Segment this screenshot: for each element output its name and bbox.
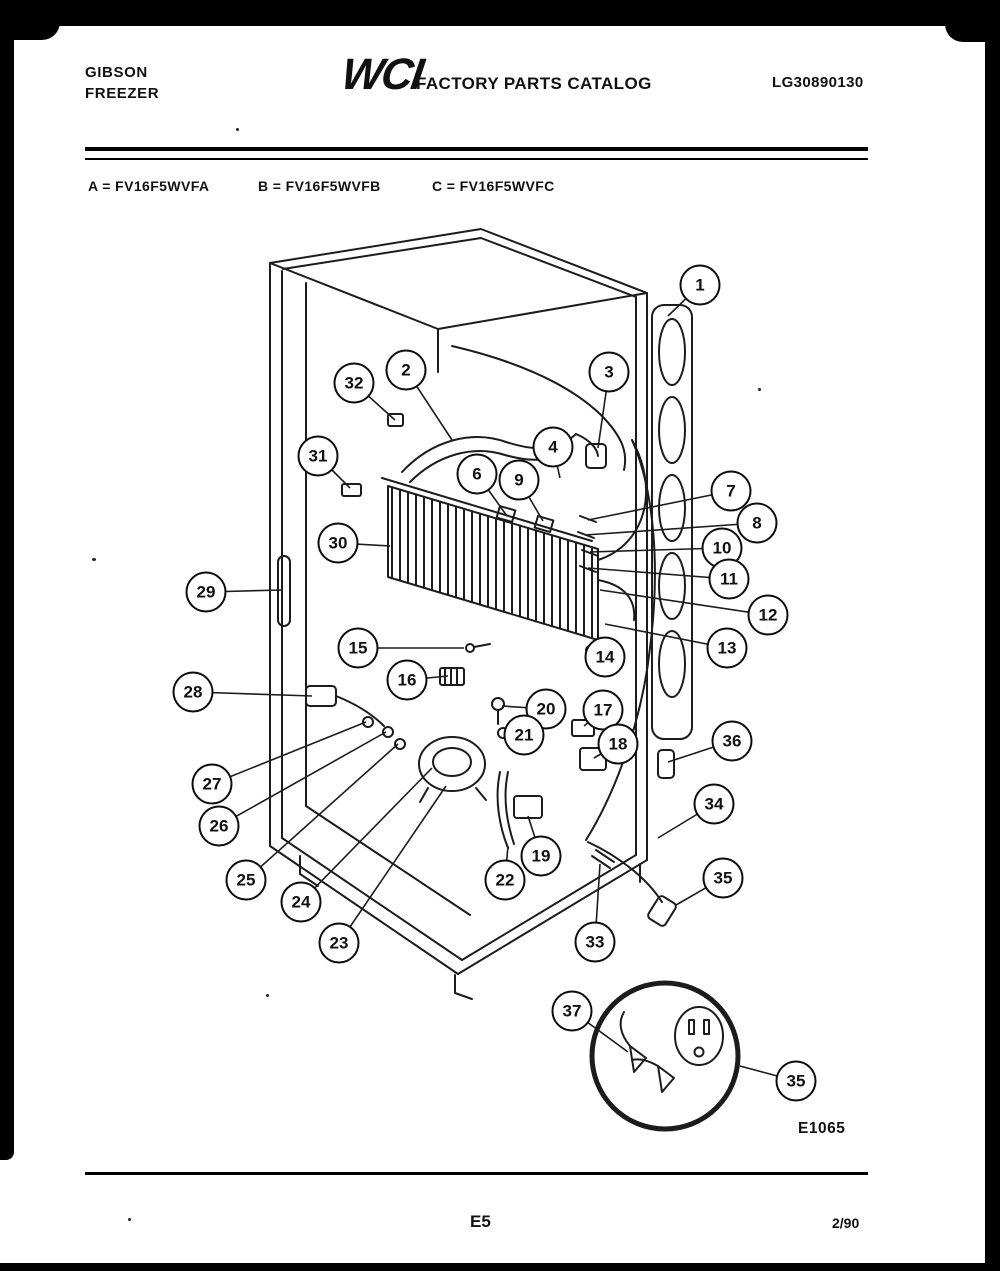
scan-corner-top-right — [945, 0, 1000, 42]
callout-24: 24 — [280, 881, 322, 923]
model-code-c: C = FV16F5WVFC — [432, 178, 555, 194]
callout-22: 22 — [484, 859, 526, 901]
callout-36: 36 — [711, 720, 753, 762]
callout-13: 13 — [706, 627, 748, 669]
footer-divider — [85, 1172, 868, 1175]
callout-23: 23 — [318, 922, 360, 964]
callout-32: 32 — [333, 362, 375, 404]
callout-15: 15 — [337, 627, 379, 669]
callout-31: 31 — [297, 435, 339, 477]
callout-12: 12 — [747, 594, 789, 636]
callout-21: 21 — [503, 714, 545, 756]
scan-border-left — [0, 0, 14, 1160]
callout-7: 7 — [710, 470, 752, 512]
callout-25: 25 — [225, 859, 267, 901]
brand-block: GIBSON FREEZER — [85, 62, 159, 104]
callout-35: 35 — [702, 857, 744, 899]
callout-19: 19 — [520, 835, 562, 877]
callout-27: 27 — [191, 763, 233, 805]
callout-11: 11 — [708, 558, 750, 600]
callout-17: 17 — [582, 689, 624, 731]
model-code-b: B = FV16F5WVFB — [258, 178, 381, 194]
callout-2: 2 — [385, 349, 427, 391]
brand-line-2: FREEZER — [85, 85, 160, 102]
brand-line-1: GIBSON — [85, 64, 148, 81]
scan-border-bottom — [0, 1263, 1000, 1271]
callout-33: 33 — [574, 921, 616, 963]
callout-35: 35 — [775, 1060, 817, 1102]
callout-30: 30 — [317, 522, 359, 564]
callout-20: 20 — [525, 688, 567, 730]
callout-18: 18 — [597, 723, 639, 765]
scan-border-right — [985, 0, 1000, 1271]
callout-6: 6 — [456, 453, 498, 495]
document-number: LG30890130 — [772, 74, 864, 91]
header-divider — [85, 147, 868, 160]
scan-border-top — [0, 0, 1000, 26]
figure-number: E1065 — [798, 1120, 846, 1137]
callout-37: 37 — [551, 990, 593, 1032]
scan-corner-top-left — [0, 0, 60, 40]
scan-speck — [236, 128, 239, 131]
scan-speck — [128, 1218, 131, 1221]
callout-4: 4 — [532, 426, 574, 468]
callout-29: 29 — [185, 571, 227, 613]
scan-speck — [92, 558, 96, 561]
callout-16: 16 — [386, 659, 428, 701]
callout-14: 14 — [584, 636, 626, 678]
page-code: E5 — [470, 1212, 491, 1231]
callout-34: 34 — [693, 783, 735, 825]
scan-speck — [266, 994, 269, 997]
catalog-title: FACTORY PARTS CATALOG — [416, 74, 652, 93]
callout-3: 3 — [588, 351, 630, 393]
callout-26: 26 — [198, 805, 240, 847]
callout-1: 1 — [679, 264, 721, 306]
model-code-a: A = FV16F5WVFA — [88, 178, 210, 194]
date-code: 2/90 — [832, 1215, 860, 1231]
callout-8: 8 — [736, 502, 778, 544]
callout-10: 10 — [701, 527, 743, 569]
callout-28: 28 — [172, 671, 214, 713]
callout-9: 9 — [498, 459, 540, 501]
scan-speck — [758, 388, 761, 391]
wci-logo: WCI — [338, 50, 426, 99]
